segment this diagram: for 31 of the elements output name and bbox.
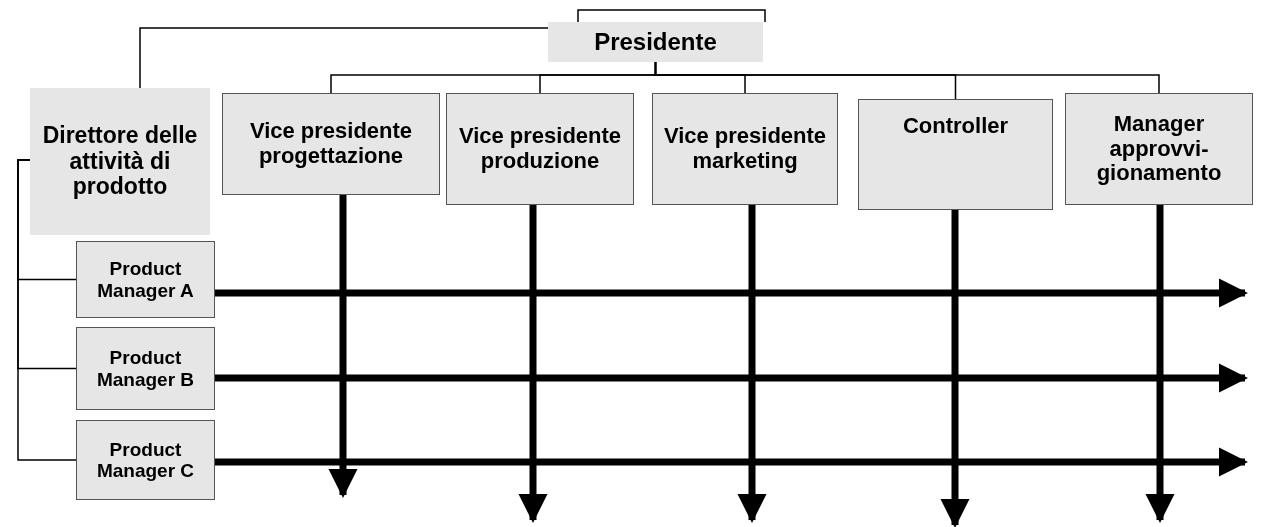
role-label-box	[30, 88, 210, 235]
role-box	[76, 241, 215, 318]
arrow	[518, 205, 548, 523]
role-box	[222, 93, 440, 195]
role-box	[76, 420, 215, 500]
role-title: Controller	[902, 114, 1009, 139]
role-box	[1065, 93, 1253, 205]
arrow	[215, 447, 1248, 477]
role-box	[652, 93, 838, 205]
role-box	[858, 99, 1053, 210]
role-title: Vice presidente produzione	[457, 124, 623, 174]
role-label-box	[548, 22, 763, 62]
role-title: Vice presidente progettazione	[248, 119, 414, 169]
role-box	[446, 93, 634, 205]
arrow	[737, 205, 767, 523]
connector-line	[17, 159, 77, 461]
role-title: Product Manager B	[95, 347, 196, 390]
arrow	[215, 363, 1248, 393]
arrow	[215, 278, 1248, 308]
role-title: Manager approvvi- gionamento	[1095, 112, 1223, 186]
role-title: Product Manager C	[95, 438, 196, 482]
arrow	[1145, 205, 1175, 523]
arrow	[328, 195, 358, 498]
arrow	[940, 210, 970, 527]
role-box	[76, 327, 215, 410]
connector-line	[139, 27, 549, 89]
connector-line	[654, 61, 1160, 94]
role-title: Direttore delle attività di prodotto	[41, 122, 199, 201]
role-title: Presidente	[594, 28, 717, 56]
role-title: Product Manager A	[96, 258, 195, 301]
role-title: Vice presidente marketing	[662, 124, 828, 174]
